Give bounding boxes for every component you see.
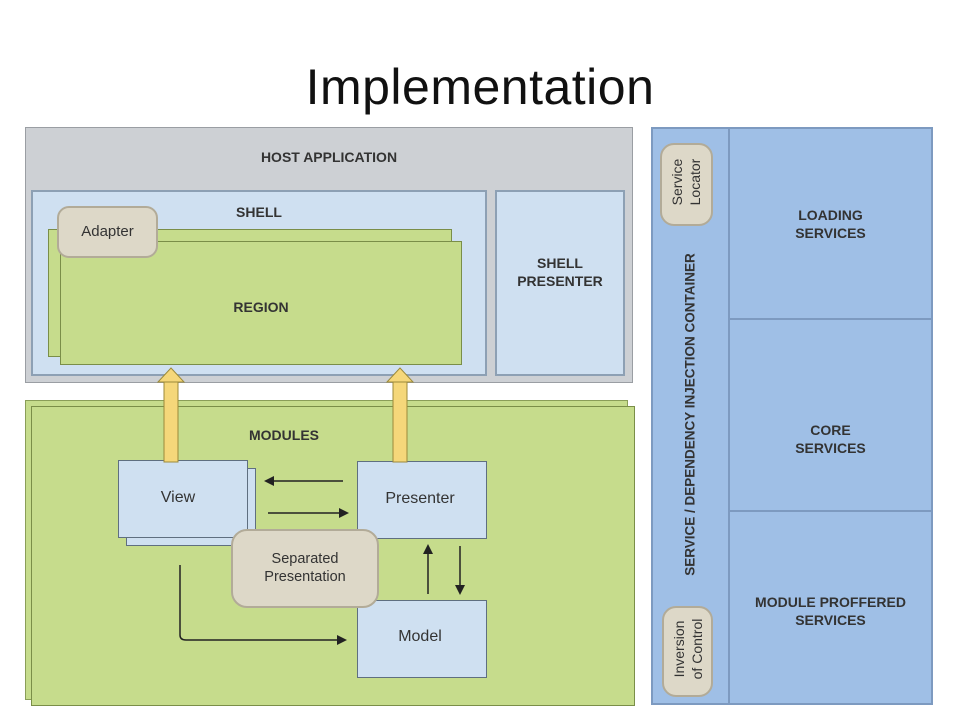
view-box (118, 460, 248, 538)
view-label: View (160, 489, 196, 506)
loading-services-label: LOADING SERVICES (728, 206, 933, 242)
presenter-label: Presenter (385, 490, 455, 507)
shell-presenter-label: SHELL PRESENTER (495, 254, 625, 290)
loading-services-box (728, 127, 933, 320)
slide-title: Implementation (305, 59, 655, 115)
separated-presentation-box (231, 529, 379, 608)
module-proffered-services-label: MODULE PROFFERED SERVICES (728, 593, 933, 629)
inversion-of-control-box (662, 606, 713, 697)
model-box (357, 600, 487, 678)
core-services-label: CORE SERVICES (728, 421, 933, 457)
modules-label: MODULES (249, 427, 319, 443)
core-line2: SERVICES (795, 440, 866, 456)
separated-presentation-label: Separated Presentation (231, 550, 379, 586)
model-label: Model (398, 628, 442, 645)
module-line2: SERVICES (795, 612, 866, 628)
view-to-region-arrow (156, 367, 186, 463)
separated-line2: Presentation (264, 569, 346, 585)
service-locator-box (660, 143, 713, 226)
adapter-label: Adapter (81, 223, 134, 240)
host-application-label: HOST APPLICATION (260, 149, 398, 165)
module-line1: MODULE PROFFERED (755, 594, 906, 610)
view-to-model-arrow (179, 565, 347, 645)
core-line1: CORE (810, 422, 851, 438)
separated-line1: Separated (271, 551, 339, 567)
shell-label: SHELL (236, 204, 282, 220)
loading-line1: LOADING (798, 207, 863, 223)
module-proffered-services-box (728, 510, 933, 705)
presenter-box (357, 461, 487, 539)
region-box (60, 241, 462, 365)
shell-presenter-line2: PRESENTER (517, 273, 603, 289)
shell-presenter-line1: SHELL (537, 255, 583, 271)
region-label: REGION (233, 299, 289, 315)
presenter-to-region-arrow (385, 367, 415, 463)
adapter-box (57, 206, 158, 258)
shell-presenter-box (495, 190, 625, 376)
loading-line2: SERVICES (795, 225, 866, 241)
